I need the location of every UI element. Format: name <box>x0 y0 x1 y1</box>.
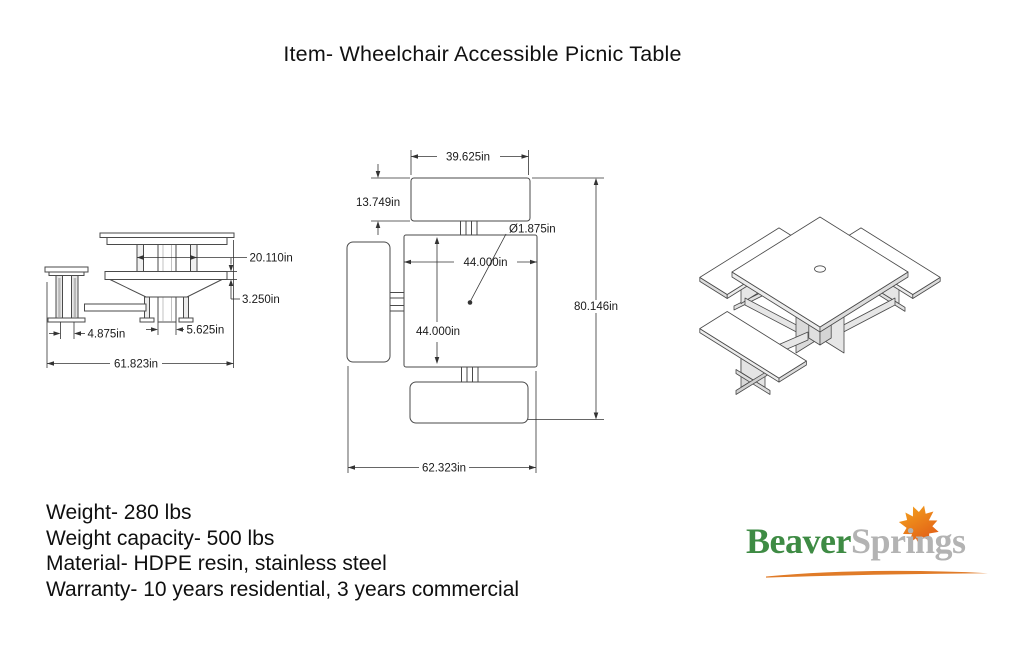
brand-word-secondary: Springs <box>850 521 966 561</box>
dim-table-depth-label: 44.000in <box>416 326 460 338</box>
top-view-dimensions <box>347 150 604 473</box>
side-view-structure <box>44 232 235 323</box>
dim-seat-thickness-label: 3.250in <box>242 294 280 306</box>
dim-overall-length-label: 61.823in <box>114 359 158 371</box>
spec-warranty: Warranty- 10 years residential, 3 years … <box>46 577 520 601</box>
page-title: Item- Wheelchair Accessible Picnic Table <box>283 42 682 66</box>
dim-bench-depth-label: 13.749in <box>356 197 400 209</box>
dim-top-leg-span-label: 20.110in <box>250 253 293 265</box>
dim-bench-leg-offset-label: 4.875in <box>88 329 126 341</box>
dim-bench-length-label: 39.625in <box>446 152 490 164</box>
dim-hole-diameter-label: Ø1.875in <box>509 224 556 236</box>
top-view-drawing: 39.625in 13.749in Ø1.875in 44.000in 44.0… <box>346 150 618 475</box>
top-view-structure <box>346 177 538 424</box>
brand-logo: BeaverSprings <box>746 500 994 580</box>
logo-swoosh <box>766 570 988 578</box>
spec-capacity: Weight capacity- 500 lbs <box>46 526 275 550</box>
isometric-view-drawing <box>699 216 941 395</box>
spec-material: Material- HDPE resin, stainless steel <box>46 552 387 575</box>
side-view-dimensions <box>46 240 247 368</box>
brand-word-primary: Beaver <box>746 521 851 561</box>
spec-weight: Weight- 280 lbs <box>46 501 192 524</box>
product-specs: Weight- 280 lbs Weight capacity- 500 lbs… <box>46 500 519 602</box>
dim-overall-width-label: 62.323in <box>422 463 466 475</box>
isometric-table <box>699 216 941 395</box>
dim-pedestal-width-label: 5.625in <box>187 325 225 337</box>
brand-name: BeaverSprings <box>746 520 994 562</box>
maple-leaf-icon <box>898 505 939 547</box>
dim-table-width-label: 44.000in <box>463 257 507 269</box>
side-view-drawing: 20.110in 3.250in 4.875in 5.625in 61.823i… <box>44 232 293 371</box>
dim-overall-length-label: 80.146in <box>574 301 618 313</box>
